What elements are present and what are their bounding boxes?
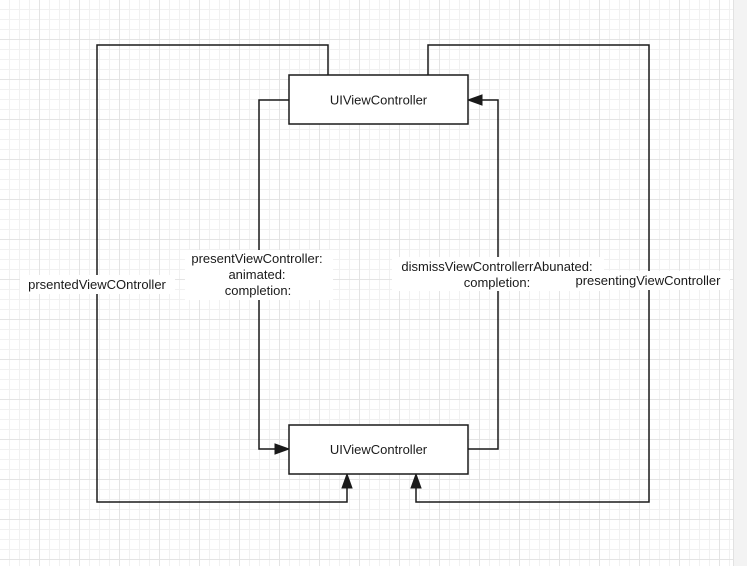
presenting-edge-label: presentingViewController <box>567 271 730 290</box>
present-label-line-2: animated: <box>228 267 285 282</box>
vertical-scrollbar[interactable] <box>733 0 747 566</box>
top-node-label: UIViewController <box>330 93 428 108</box>
bottom-view-controller-node[interactable]: UIViewController <box>288 424 469 475</box>
present-edge-label: presentViewController: animated: complet… <box>185 250 333 300</box>
dismiss-arrowhead <box>466 94 483 106</box>
presenting-arrowhead <box>410 472 422 489</box>
presented-edge-label: prsentedViewCOntroller <box>20 275 175 294</box>
top-view-controller-node[interactable]: UIViewController <box>288 74 469 125</box>
present-arrowhead <box>274 443 291 455</box>
present-label-line-1: presentViewController: <box>191 251 322 266</box>
present-label-line-3: completion: <box>225 283 291 298</box>
presented-label: prsentedViewCOntroller <box>28 277 166 292</box>
presented-arrowhead <box>341 472 353 489</box>
presented-connector <box>96 44 348 503</box>
bottom-node-label: UIViewController <box>330 442 428 457</box>
dismiss-label-line-1: dismissViewControllerrAbunated: <box>401 259 592 274</box>
presenting-label: presentingViewController <box>575 273 721 288</box>
dismiss-label-line-2: completion: <box>464 275 530 290</box>
